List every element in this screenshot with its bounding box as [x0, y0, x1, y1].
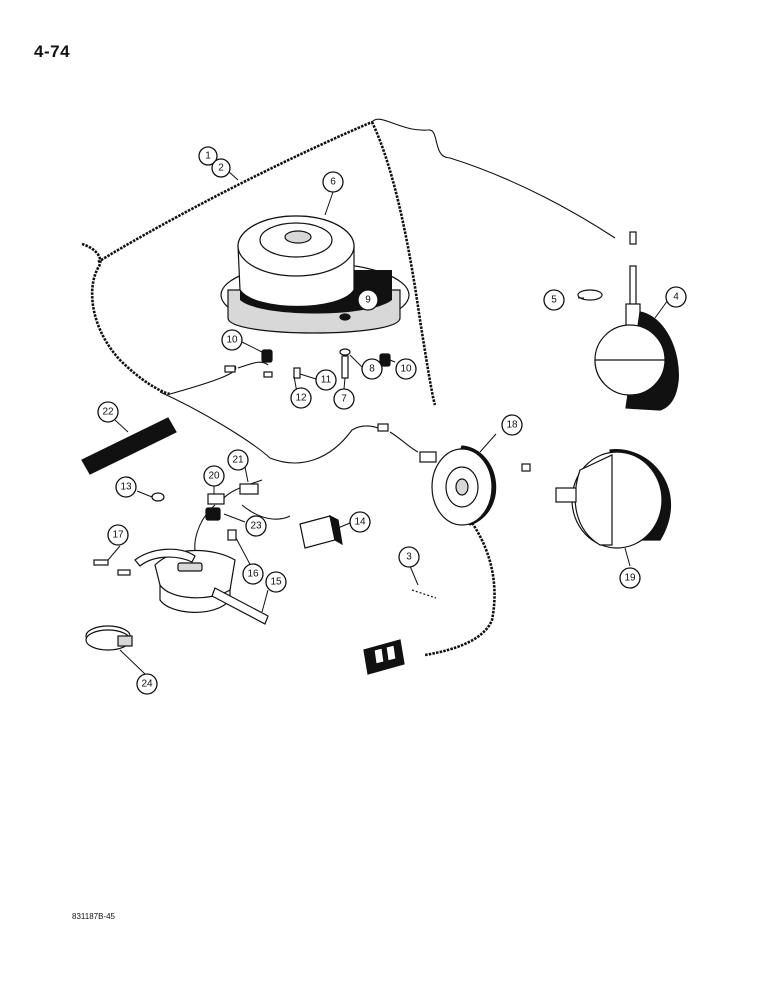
callout-8-label: 8 [369, 364, 375, 375]
lamp-connector [629, 231, 637, 245]
callout-16: 16 [242, 563, 264, 585]
callout-1: 1 [198, 146, 218, 166]
callout-19: 19 [619, 567, 641, 589]
terminal-wire [224, 365, 236, 373]
relay [299, 514, 343, 549]
flasher-lamp [377, 423, 497, 526]
callout-10a: 10 [221, 329, 243, 351]
callout-15: 15 [265, 571, 287, 593]
callout-21-label: 21 [232, 455, 244, 466]
callout-6-label: 6 [330, 177, 336, 188]
connector-21 [239, 483, 259, 495]
screw-17a [93, 559, 109, 566]
callout-22-label: 22 [102, 407, 114, 418]
wire-fog [389, 431, 419, 453]
callout-10a-label: 10 [226, 335, 238, 346]
bulb-16 [227, 529, 237, 541]
callout-18-label: 18 [506, 420, 518, 431]
callout-4-label: 4 [673, 292, 679, 303]
callout-11: 11 [315, 369, 337, 391]
terminal-12 [263, 371, 273, 378]
callout-8: 8 [361, 358, 383, 380]
wire-beacon-top [371, 118, 616, 239]
beacon-hardware [224, 348, 391, 379]
nut-10a [261, 349, 273, 363]
wire-beacon-base [237, 361, 269, 369]
callout-12-label: 12 [295, 393, 307, 404]
figure-code: 831187B-45 [72, 912, 115, 921]
callout-13-label: 13 [120, 482, 132, 493]
callout-6: 6 [322, 171, 344, 193]
callout-20: 20 [203, 465, 225, 487]
flood-lamp-lower [521, 449, 672, 549]
bolt-7 [341, 355, 349, 379]
conduit [81, 417, 177, 475]
lamp-stud [629, 265, 637, 311]
callout-1-label: 1 [205, 151, 211, 162]
callout-14-label: 14 [354, 517, 366, 528]
callout-16-label: 16 [247, 569, 259, 580]
main-harness-right [370, 121, 437, 406]
callout-24-label: 24 [141, 679, 153, 690]
callout-12: 12 [290, 387, 312, 409]
wiring [81, 118, 616, 657]
callout-3: 3 [398, 546, 420, 568]
washer-8 [339, 348, 351, 356]
callout-5-label: 5 [551, 295, 557, 306]
callout-23-label: 23 [250, 521, 262, 532]
callout-2: 2 [211, 158, 231, 178]
main-harness-top [97, 120, 373, 264]
wire-lamp-18 [159, 391, 379, 464]
wire-beacon-lead [169, 365, 237, 395]
callout-19-label: 19 [624, 573, 636, 584]
callout-9-label: 9 [365, 295, 371, 306]
terminal-13 [151, 492, 165, 502]
callout-9: 9 [357, 289, 379, 311]
callout-7: 7 [333, 388, 355, 410]
callout-3-label: 3 [406, 552, 412, 563]
callout-17-label: 17 [112, 530, 124, 541]
flood-lamp-upper [577, 231, 679, 411]
callout-18: 18 [501, 414, 523, 436]
callout-20-label: 20 [208, 471, 220, 482]
switch-assembly [85, 483, 269, 651]
leader-lines [107, 161, 669, 675]
callout-11-label: 11 [321, 375, 332, 386]
callout-7-label: 7 [341, 394, 347, 405]
callout-14: 14 [349, 511, 371, 533]
callout-17: 17 [107, 524, 129, 546]
callout-10b: 10 [395, 358, 417, 380]
callout-15-label: 15 [270, 577, 282, 588]
screw-17b [117, 569, 131, 576]
callout-10b-label: 10 [400, 364, 412, 375]
callout-22: 22 [97, 401, 119, 423]
connector-plug [363, 589, 437, 675]
callout-23: 23 [245, 515, 267, 537]
wire-to-relay [241, 504, 291, 520]
clamp-17 [134, 548, 196, 567]
callout-24: 24 [136, 673, 158, 695]
switch-lever [211, 587, 269, 625]
grommet-23 [205, 507, 221, 521]
harness-to-connector [424, 519, 496, 657]
callout-13: 13 [115, 476, 137, 498]
main-harness [81, 242, 171, 396]
beacon-lamp [220, 215, 410, 334]
connector-20 [207, 493, 225, 505]
page-number: 4-74 [34, 42, 71, 61]
callout-4: 4 [665, 286, 687, 308]
callout-5: 5 [543, 289, 565, 311]
terminal-11 [293, 367, 301, 379]
callout-2-label: 2 [218, 163, 224, 174]
callout-21: 21 [227, 449, 249, 471]
